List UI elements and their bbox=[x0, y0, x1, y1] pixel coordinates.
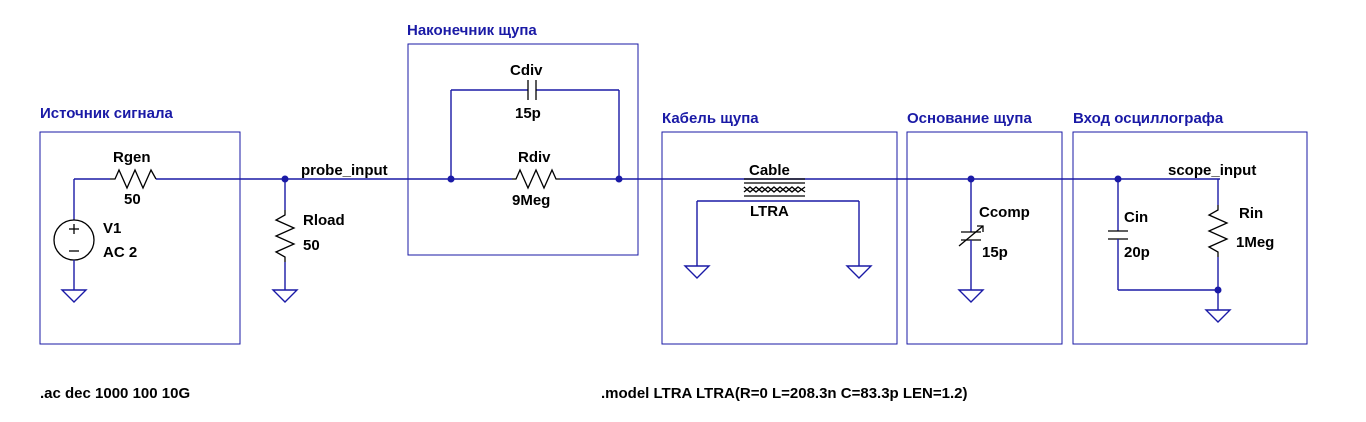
rgen-resistor bbox=[110, 168, 157, 190]
ccomp-variable-capacitor bbox=[958, 179, 984, 290]
net-label-probe-input: probe_input bbox=[301, 162, 388, 179]
source-block-frame bbox=[39, 131, 241, 345]
rgen-value-label: 50 bbox=[124, 191, 141, 208]
cable-name-label: Cable bbox=[749, 162, 790, 179]
cable-ltra bbox=[743, 178, 806, 197]
ccomp-name-label: Ccomp bbox=[979, 204, 1030, 221]
cin-capacitor bbox=[1108, 179, 1218, 291]
ground-symbol bbox=[1204, 309, 1232, 323]
cdiv-capacitor bbox=[527, 80, 537, 100]
rload-resistor bbox=[274, 179, 296, 290]
v1-name-label: V1 bbox=[103, 220, 121, 237]
scope-block-title: Вход осциллографа bbox=[1073, 110, 1224, 127]
tip-block-frame bbox=[407, 43, 639, 256]
ac-analysis-directive: .ac dec 1000 100 10G bbox=[40, 385, 190, 402]
rgen-name-label: Rgen bbox=[113, 149, 151, 166]
v1-source bbox=[53, 178, 110, 290]
junction-dot bbox=[1214, 286, 1222, 294]
ltra-model-directive: .model LTRA LTRA(R=0 L=208.3n C=83.3p LE… bbox=[601, 385, 967, 402]
junction-dot bbox=[1114, 175, 1122, 183]
base-block-title: Основание щупа bbox=[907, 110, 1032, 127]
rin-value-label: 1Meg bbox=[1236, 234, 1274, 251]
junction-dot bbox=[281, 175, 289, 183]
cin-value-label: 20p bbox=[1124, 244, 1150, 261]
rin-name-label: Rin bbox=[1239, 205, 1263, 222]
base-block-frame bbox=[906, 131, 1063, 345]
junction-dot bbox=[615, 175, 623, 183]
net-label-scope-input: scope_input bbox=[1168, 162, 1256, 179]
rload-value-label: 50 bbox=[303, 237, 320, 254]
cable-shield-wire bbox=[696, 200, 860, 266]
junction-dot bbox=[967, 175, 975, 183]
rin-resistor bbox=[1207, 179, 1229, 310]
ground-symbol bbox=[845, 265, 873, 279]
rdiv-value-label: 9Meg bbox=[512, 192, 550, 209]
cable-block-frame bbox=[661, 131, 898, 345]
ground-symbol bbox=[271, 289, 299, 303]
rload-name-label: Rload bbox=[303, 212, 345, 229]
ccomp-value-label: 15p bbox=[982, 244, 1008, 261]
rdiv-resistor bbox=[512, 168, 560, 190]
cdiv-wires bbox=[450, 89, 620, 179]
cable-block-title: Кабель щупа bbox=[662, 110, 759, 127]
rdiv-name-label: Rdiv bbox=[518, 149, 551, 166]
source-block-title: Источник сигнала bbox=[40, 105, 173, 122]
ground-symbol bbox=[957, 289, 985, 303]
cdiv-value-label: 15p bbox=[515, 105, 541, 122]
cable-model-label: LTRA bbox=[750, 203, 789, 220]
ground-symbol bbox=[683, 265, 711, 279]
cin-name-label: Cin bbox=[1124, 209, 1148, 226]
ground-symbol bbox=[60, 289, 88, 303]
junction-dot bbox=[447, 175, 455, 183]
scope-block-frame bbox=[1072, 131, 1308, 345]
tip-block-title: Наконечник щупа bbox=[407, 22, 537, 39]
v1-value-label: AC 2 bbox=[103, 244, 137, 261]
cdiv-name-label: Cdiv bbox=[510, 62, 543, 79]
